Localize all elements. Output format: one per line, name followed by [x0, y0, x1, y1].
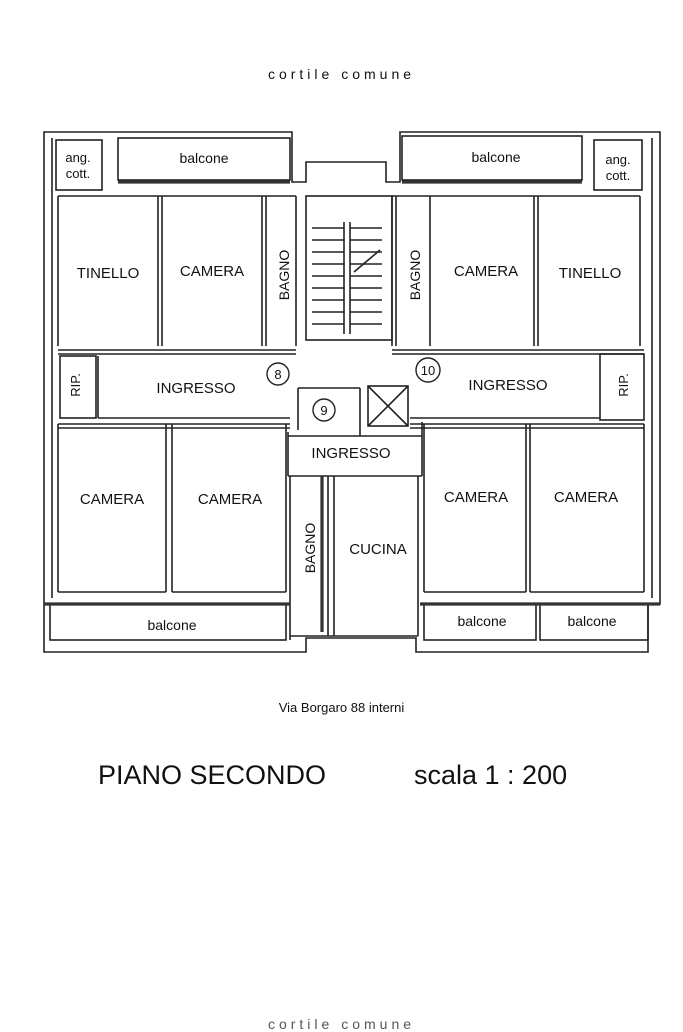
right-top-camera-label: CAMERA: [454, 263, 518, 280]
right-camera-a-label: CAMERA: [444, 489, 508, 506]
right-bottom-balcone-a-label: balcone: [457, 613, 506, 629]
right-bagno-label: BAGNO: [407, 250, 423, 301]
scale-label: scala 1 : 200: [414, 760, 568, 790]
unit-10-number: 10: [421, 363, 435, 378]
left-bottom-balcone-label: balcone: [147, 617, 196, 633]
unit-9-number: 9: [320, 403, 327, 418]
center-bagno-label: BAGNO: [302, 523, 318, 574]
bottom-courtyard-label: cortile comune: [267, 1016, 416, 1032]
left-ang-cott-label-2: cott.: [66, 166, 91, 181]
floor-title: PIANO SECONDO: [98, 760, 327, 790]
floor-plan: ang. cott. ang. cott. balcone balcone TI…: [43, 131, 661, 653]
right-tinello-label: TINELLO: [559, 265, 622, 282]
address-label: Via Borgaro 88 interni: [278, 700, 405, 715]
right-camera-b-label: CAMERA: [554, 489, 618, 506]
left-ang-cott-label-1: ang.: [65, 150, 90, 165]
cucina-label: CUCINA: [349, 541, 407, 558]
unit-8-number: 8: [274, 367, 281, 382]
right-ang-cott-label-2: cott.: [606, 168, 631, 183]
right-ingresso-label: INGRESSO: [468, 377, 547, 394]
right-bottom-balcone-b-label: balcone: [567, 613, 616, 629]
left-ingresso-label: INGRESSO: [156, 380, 235, 397]
left-top-camera-label: CAMERA: [180, 263, 244, 280]
right-ang-cott-label-1: ang.: [605, 152, 630, 167]
left-top-balcone-label: balcone: [179, 150, 228, 166]
center-ingresso-label: INGRESSO: [311, 445, 390, 462]
left-rip-label: RIP.: [68, 373, 83, 397]
elevator-box: [367, 385, 409, 427]
unit-10-circle: [415, 357, 441, 383]
left-camera-b-label: CAMERA: [198, 491, 262, 508]
left-top-balcone-outline: [117, 137, 291, 181]
right-rip-label: RIP.: [616, 373, 631, 397]
right-top-balcone-label: balcone: [471, 149, 520, 165]
courtyard-label: cortile comune: [267, 66, 416, 82]
unit-8-circle: [266, 362, 290, 386]
left-camera-a-label: CAMERA: [80, 491, 144, 508]
right-top-balcone-outline: [401, 135, 583, 181]
left-tinello-label: TINELLO: [77, 265, 140, 282]
left-bagno-label: BAGNO: [276, 250, 292, 301]
unit-9-circle: [312, 398, 336, 422]
